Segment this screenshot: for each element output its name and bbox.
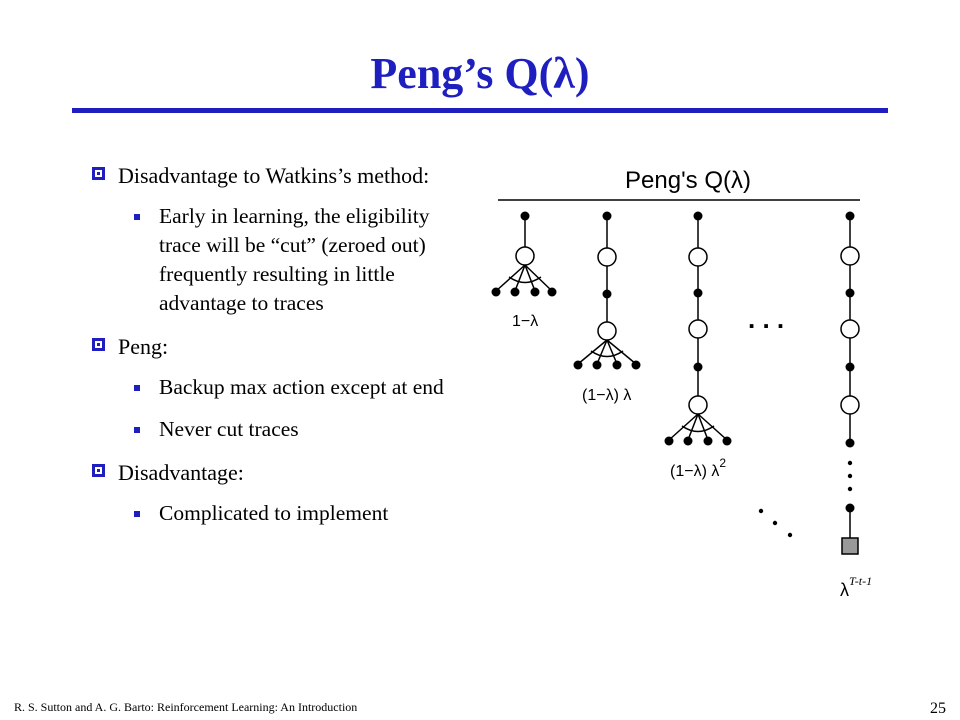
page-number: 25	[930, 700, 946, 717]
weight-label-1: 1−λ	[512, 313, 538, 330]
footer-citation: R. S. Sutton and A. G. Barto: Reinforcem…	[14, 700, 358, 714]
weight-label-4-base: λ	[840, 580, 849, 600]
bullet-item: Disadvantage:	[92, 457, 472, 488]
bullet-text: Peng:	[118, 334, 169, 359]
sub-bullet-text: Never cut traces	[159, 417, 299, 441]
sub-bullet-item: Early in learning, the eligibility trace…	[92, 202, 472, 318]
weight-label-3: (1−λ) λ2	[670, 456, 726, 480]
backup-diagram-1-nodes	[491, 211, 557, 297]
slide-title: Peng’s Q(λ)	[370, 49, 590, 98]
bullet-marker-icon	[92, 464, 105, 477]
weight-label-3-base: (1−λ) λ	[670, 463, 719, 480]
backup-diagram-3-nodes	[664, 211, 732, 446]
bullet-marker-icon	[92, 167, 105, 180]
title-rule	[72, 108, 888, 113]
backup-diagram-3	[668, 216, 728, 441]
bullet-item: Peng:	[92, 331, 472, 362]
backup-diagram-4-nodes	[845, 211, 855, 513]
sub-bullet-marker-icon	[134, 385, 140, 391]
sub-bullet-text: Complicated to implement	[159, 501, 389, 525]
figure-title: Peng's Q(λ)	[625, 167, 751, 194]
weight-label-4: λT-t-1	[840, 574, 872, 600]
weight-label-4-exponent: T-t-1	[849, 574, 872, 588]
sub-bullet-item: Backup max action except at end	[92, 373, 472, 402]
sub-bullet-marker-icon	[134, 511, 140, 517]
vertical-ellipsis	[847, 460, 853, 492]
backup-diagram-1	[495, 216, 553, 292]
sub-bullet-text: Backup max action except at end	[159, 375, 444, 399]
bullet-item: Disadvantage to Watkins’s method:	[92, 160, 472, 191]
horizontal-ellipsis: . . .	[748, 304, 784, 334]
sub-bullet-item: Complicated to implement	[92, 499, 472, 528]
backup-diagram-2	[577, 216, 637, 365]
bullet-text: Disadvantage to Watkins’s method:	[118, 163, 430, 188]
terminal-state-square	[841, 537, 859, 555]
bullet-list: Disadvantage to Watkins’s method: Early …	[92, 160, 472, 541]
backup-diagram-figure: Peng's Q(λ) 1−λ (1−λ) λ	[491, 167, 872, 600]
backup-diagram-2-nodes	[573, 211, 641, 370]
bullet-text: Disadvantage:	[118, 460, 244, 485]
sub-bullet-marker-icon	[134, 214, 140, 220]
weight-label-2: (1−λ) λ	[582, 387, 631, 404]
sub-bullet-text: Early in learning, the eligibility trace…	[159, 204, 430, 315]
bullet-marker-icon	[92, 338, 105, 351]
weight-label-3-exponent: 2	[719, 456, 726, 470]
sub-bullet-item: Never cut traces	[92, 415, 472, 444]
sub-bullet-marker-icon	[134, 427, 140, 433]
diagonal-ellipsis	[758, 508, 793, 538]
